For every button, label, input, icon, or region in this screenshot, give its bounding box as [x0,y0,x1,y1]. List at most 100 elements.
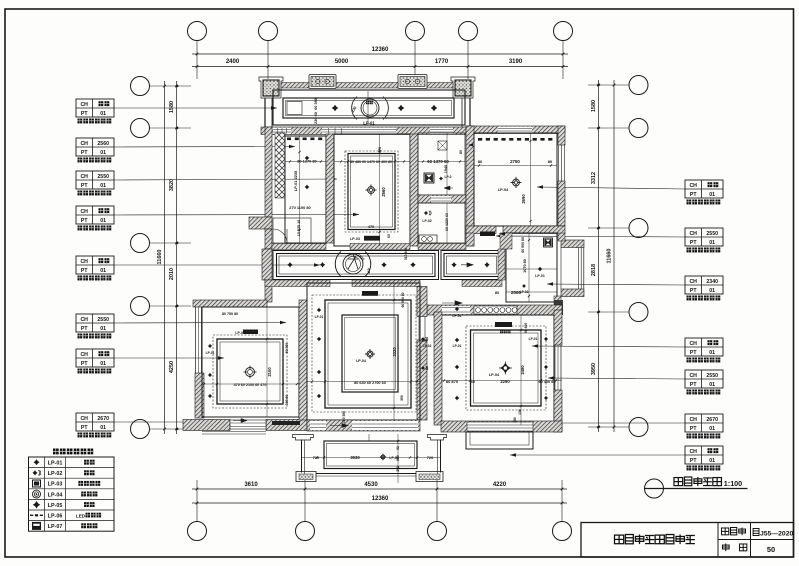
svg-text:CH: CH [80,259,88,265]
svg-text:LP-06: LP-06 [48,514,63,520]
svg-text:80 1370 80: 80 1370 80 [297,159,316,164]
svg-text:PT: PT [81,361,88,367]
svg-text:01: 01 [709,240,715,246]
svg-text:CH: CH [689,449,697,455]
svg-text:2550: 2550 [706,231,718,237]
svg-text:CH: CH [80,317,88,323]
svg-text:CH: CH [689,373,697,379]
svg-text:LP-04: LP-04 [498,188,509,192]
svg-text:3312: 3312 [591,172,597,184]
svg-text:2290: 2290 [500,379,510,384]
svg-text:LP-02: LP-02 [48,471,63,477]
svg-text:PT: PT [81,183,88,189]
svg-text:60 400: 60 400 [524,323,528,333]
svg-text:3610: 3610 [244,482,258,488]
svg-text:LP-02: LP-02 [422,219,431,223]
svg-text:LP-01: LP-01 [529,337,538,341]
svg-text:1330: 1330 [356,253,365,262]
svg-text:CH: CH [80,174,88,180]
svg-text:12360: 12360 [372,496,389,502]
svg-text:2340: 2340 [706,279,718,285]
svg-text:3190: 3190 [509,59,523,65]
svg-text:PT: PT [690,426,697,432]
svg-text:80 640 60 2700 60: 80 640 60 2700 60 [354,381,386,385]
svg-text:60 400 80: 60 400 80 [539,380,556,384]
svg-text:1580: 1580 [591,100,597,112]
svg-text:LP-01: LP-01 [453,344,462,348]
svg-text:2690: 2690 [521,194,526,204]
svg-text:LP-04: LP-04 [356,359,366,363]
svg-text:2750: 2750 [510,159,520,164]
svg-text:60 590 60: 60 590 60 [401,292,405,307]
svg-text:3320: 3320 [392,347,397,357]
svg-text:01: 01 [100,425,106,431]
svg-text:4220: 4220 [493,482,507,488]
svg-text:110: 110 [367,268,371,274]
svg-text:PT: PT [690,458,697,464]
svg-text:PT: PT [81,425,88,431]
svg-text:PT: PT [81,326,88,332]
svg-text:PT: PT [81,111,88,117]
svg-text:01: 01 [709,426,715,432]
svg-text:CH: CH [689,341,697,347]
svg-text:LP-01: LP-01 [315,315,324,319]
svg-text:CH: CH [689,231,697,237]
svg-text:LP-01 2235: LP-01 2235 [293,170,298,191]
svg-text:80: 80 [548,159,553,164]
svg-text:2400: 2400 [226,59,240,65]
svg-text:CH: CH [80,352,88,358]
svg-text:01: 01 [100,326,106,332]
svg-text:01: 01 [709,458,715,464]
svg-text:PT: PT [690,350,697,356]
svg-text:PT: PT [690,382,697,388]
svg-text:2100: 2100 [267,367,272,377]
svg-text:11660: 11660 [157,250,163,265]
svg-text:PT: PT [690,288,697,294]
svg-text:01: 01 [100,183,106,189]
svg-text:2480: 2480 [520,365,525,375]
svg-text:CH: CH [80,209,88,215]
svg-text:LP-04: LP-04 [48,492,63,498]
svg-text:01: 01 [100,218,106,224]
svg-text:CH: CH [689,183,697,189]
svg-text:LP-04: LP-04 [489,373,500,377]
svg-text:3950: 3950 [591,363,597,375]
svg-text:1:100: 1:100 [724,479,742,488]
svg-text:12360: 12360 [372,47,389,53]
svg-text:01: 01 [709,350,715,356]
svg-text:180: 180 [513,417,517,423]
svg-text:2670: 2670 [706,417,718,423]
svg-text:395 60: 395 60 [285,395,289,405]
svg-text:1580: 1580 [169,101,175,113]
svg-text:4530: 4530 [364,482,378,488]
svg-text:2818: 2818 [591,264,597,276]
svg-text:LP-01: LP-01 [452,314,461,318]
svg-text:LP-01: LP-01 [363,121,375,126]
svg-text:LP-0: LP-0 [445,175,452,179]
svg-text:470 60 2100 60 470: 470 60 2100 60 470 [234,383,267,387]
svg-text:60 395: 60 395 [285,343,289,353]
svg-text:130: 130 [518,409,522,415]
svg-text:3820: 3820 [169,179,175,191]
svg-text:80 870: 80 870 [446,379,459,384]
svg-text:470: 470 [368,225,374,229]
svg-text:CH: CH [689,279,697,285]
svg-text:60: 60 [387,234,391,238]
svg-text:50: 50 [767,545,775,554]
svg-text:2010: 2010 [169,268,175,280]
svg-text:2550: 2550 [706,373,718,379]
svg-text:2560: 2560 [511,290,522,295]
svg-text:01: 01 [100,111,106,117]
svg-text:230: 230 [351,106,358,113]
svg-text:LP-03: LP-03 [350,237,360,241]
svg-text:CH: CH [80,416,88,422]
svg-text:LP-01: LP-01 [535,274,545,278]
svg-text:LP-03: LP-03 [389,456,398,460]
svg-text:1770: 1770 [435,59,449,65]
svg-text:1940: 1940 [444,165,448,173]
svg-text:LP-03: LP-03 [48,482,63,488]
svg-text:PT: PT [81,150,88,156]
svg-text:CH: CH [689,417,697,423]
svg-text:80 480 60 1470 60 400 80: 80 480 60 1470 60 400 80 [350,160,392,164]
svg-text:LP-05: LP-05 [48,503,63,509]
